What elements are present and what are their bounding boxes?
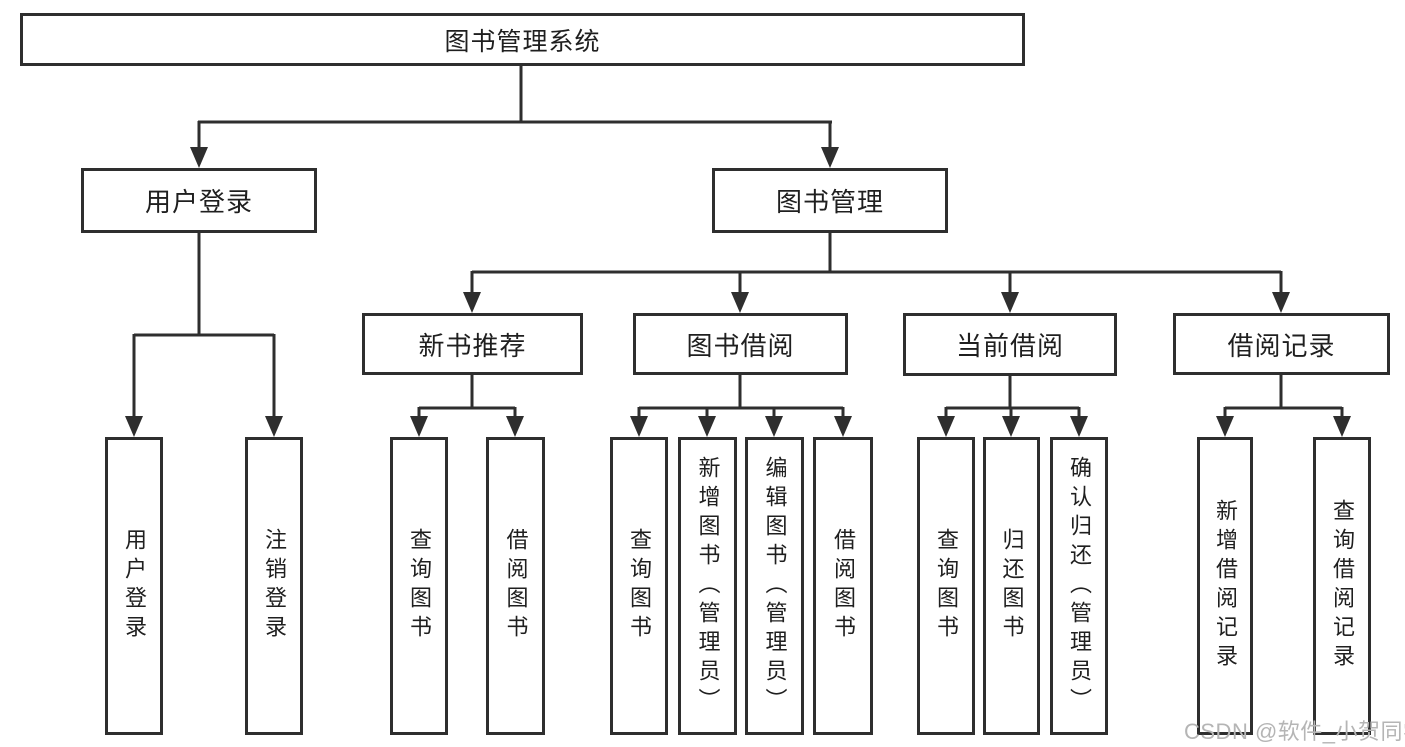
node-label: 当前借阅 (955, 331, 1064, 361)
node-label: 新增图书（管理员） (695, 455, 721, 717)
leaf-search-books-borrowing: 查询图书 (610, 437, 668, 735)
node-library-management-system: 图书管理系统 (20, 13, 1025, 66)
node-label: 用户登录 (144, 187, 253, 217)
node-label: 注销登录 (262, 528, 287, 644)
node-label: 查询图书 (407, 528, 432, 644)
leaf-return-books: 归还图书 (983, 437, 1040, 735)
leaf-add-borrow-record: 新增借阅记录 (1197, 437, 1253, 735)
node-label: 用户登录 (122, 528, 147, 644)
node-label: 查询图书 (934, 528, 959, 644)
leaf-user-login: 用户登录 (105, 437, 163, 735)
node-label: 图书管理 (775, 187, 884, 217)
leaf-logout: 注销登录 (245, 437, 303, 735)
node-borrowing-records: 借阅记录 (1173, 313, 1390, 375)
leaf-search-borrow-record: 查询借阅记录 (1313, 437, 1371, 735)
leaf-add-books-admin: 新增图书（管理员） (678, 437, 737, 735)
node-current-borrowing: 当前借阅 (903, 313, 1117, 376)
node-label: 借阅图书 (831, 528, 856, 644)
node-user-login: 用户登录 (81, 168, 317, 233)
node-label: 查询借阅记录 (1330, 499, 1355, 673)
node-label: 确认归还（管理员） (1067, 455, 1092, 717)
leaf-edit-books-admin: 编辑图书（管理员） (745, 437, 804, 735)
node-new-book-recommend: 新书推荐 (362, 313, 583, 375)
node-label: 新书推荐 (418, 330, 527, 361)
node-label: 借阅图书 (503, 528, 529, 644)
leaf-borrow-books: 借阅图书 (813, 437, 873, 735)
leaf-search-books-recommend: 查询图书 (390, 437, 448, 735)
leaf-search-books-current: 查询图书 (917, 437, 975, 735)
node-label: 图书借阅 (686, 330, 795, 361)
leaf-confirm-return-admin: 确认归还（管理员） (1050, 437, 1108, 735)
node-book-borrowing: 图书借阅 (633, 313, 848, 375)
csdn-watermark: CSDN @软件_小贺同学 (1184, 719, 1405, 744)
node-label: 编辑图书（管理员） (762, 455, 788, 717)
node-label: 新增借阅记录 (1213, 499, 1238, 673)
node-label: 借阅记录 (1227, 330, 1336, 361)
node-label: 归还图书 (999, 528, 1025, 644)
node-label: 查询图书 (627, 528, 652, 644)
node-book-management: 图书管理 (712, 168, 948, 233)
leaf-borrow-books-recommend: 借阅图书 (486, 437, 545, 735)
node-label: 图书管理系统 (444, 27, 601, 56)
